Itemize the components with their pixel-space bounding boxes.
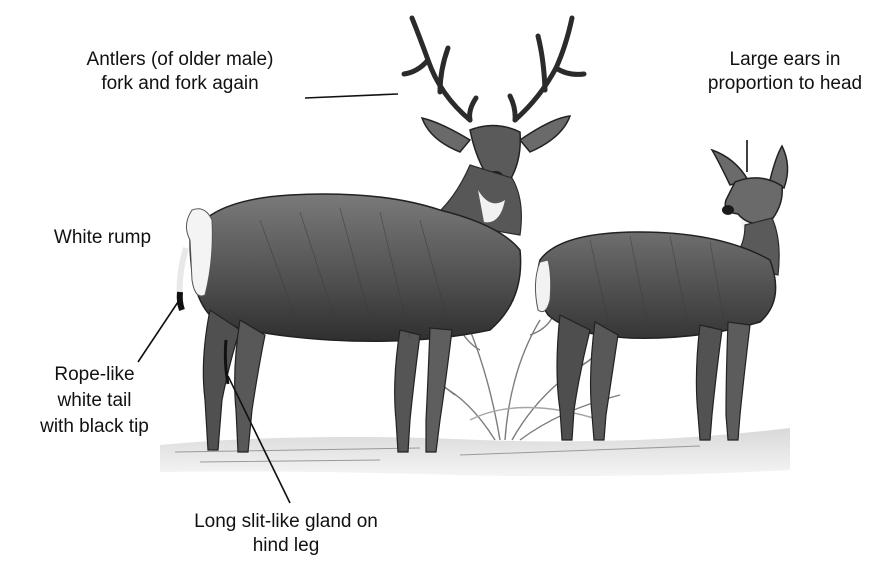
label-gland-line-2: hind leg: [150, 534, 422, 558]
doe: [535, 146, 787, 440]
label-antlers-line-1: Antlers (of older male): [40, 48, 320, 72]
label-rump-line-1: White rump: [30, 226, 175, 250]
label-antlers-line-2: fork and fork again: [40, 72, 320, 96]
label-gland-line-1: Long slit-like gland on: [150, 510, 422, 534]
label-tail-line-2: white tail: [22, 388, 167, 414]
label-gland: Long slit-like gland on hind leg: [150, 510, 422, 558]
label-tail: Rope-like white tail with black tip: [22, 362, 167, 440]
label-ears-line-1: Large ears in: [676, 48, 894, 72]
label-antlers: Antlers (of older male) fork and fork ag…: [40, 48, 320, 96]
label-ears: Large ears in proportion to head: [676, 48, 894, 96]
tail-leader: [138, 296, 182, 362]
label-ears-line-2: proportion to head: [676, 72, 894, 96]
label-tail-line-1: Rope-like: [22, 362, 167, 388]
antlers-drawing: [404, 18, 584, 120]
ground: [160, 428, 790, 476]
label-tail-line-3: with black tip: [22, 414, 167, 440]
label-rump: White rump: [30, 226, 175, 250]
